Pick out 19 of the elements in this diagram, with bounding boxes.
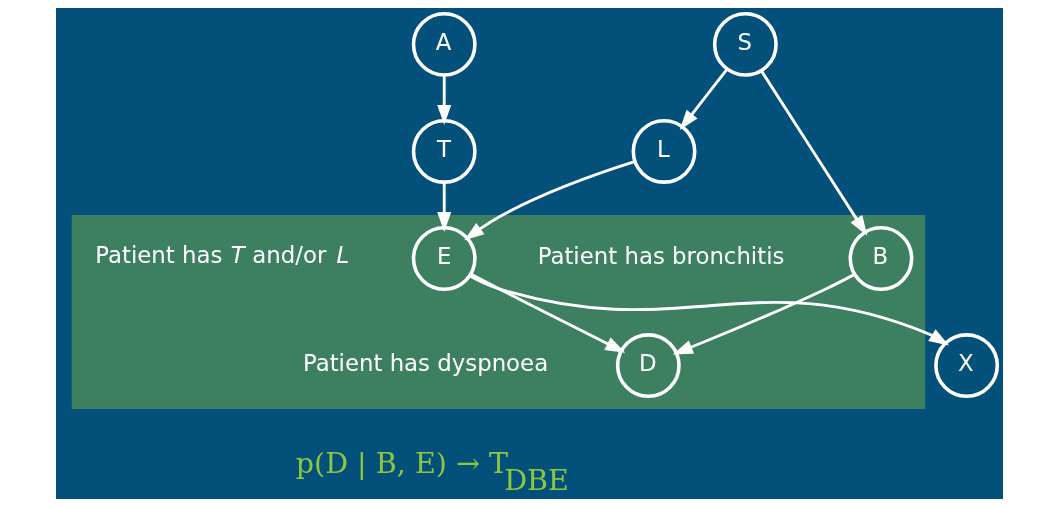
arrow <box>469 274 949 346</box>
node-circle: D <box>615 333 681 398</box>
node-circle: T <box>411 118 477 184</box>
arrow <box>470 272 626 353</box>
node-label: Patient has bronchitis <box>537 242 785 269</box>
node-circle: E <box>411 226 477 291</box>
arrow <box>437 75 452 126</box>
arrow <box>464 160 635 241</box>
node-circle: X <box>934 333 1000 398</box>
node-circle: A <box>411 11 477 77</box>
arrow <box>679 68 729 130</box>
node-label: Patient has dyspnoea <box>302 349 549 376</box>
arrow <box>437 182 452 233</box>
arrow <box>760 70 868 236</box>
node-circle: B <box>848 226 914 291</box>
arrow <box>672 273 856 355</box>
node-circle: L <box>631 118 697 184</box>
node-label: Patient has T and/or L <box>95 241 350 268</box>
node-circle: S <box>712 11 778 77</box>
